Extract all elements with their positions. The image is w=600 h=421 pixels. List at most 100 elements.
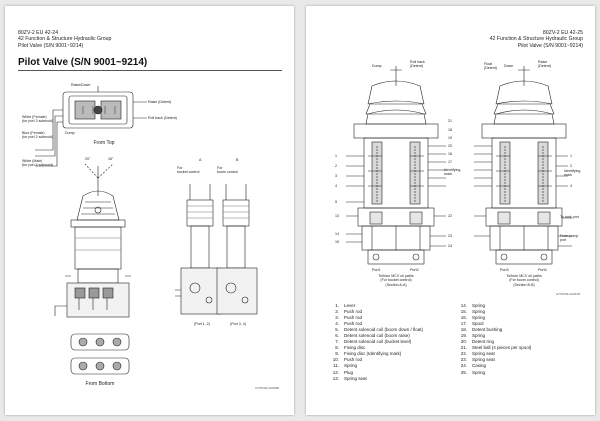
top-view-block [100, 100, 122, 120]
list-item: 4.Push rod [335, 321, 363, 327]
label-identifying-mark: Identifying mark [444, 168, 461, 177]
section-a-drawing [346, 66, 446, 265]
label-raise-detent: Raise (Detent) [538, 60, 551, 69]
header-line: 42 Function & Structure Hydraulic Group [489, 36, 583, 43]
caption-from-top: From Top [93, 140, 115, 146]
list-item: 5.Detent solenoid coil (boom down / floa… [335, 327, 424, 333]
label-for-port4: (for port 4 solenoid) [22, 163, 54, 167]
callout: 5 [335, 200, 337, 204]
label-identifying-mark: Identifying mark [564, 169, 581, 178]
boom-control-tower [222, 199, 250, 227]
list-item: 13.Spring seat [332, 375, 367, 381]
callout: 3 [335, 174, 337, 178]
boot-center [94, 206, 102, 214]
callout: 1 [335, 154, 337, 158]
label-roll-back-detent: Roll back (Detent) [410, 60, 425, 69]
callout: 16 [448, 152, 452, 156]
port12-block [180, 267, 222, 315]
lower-body [77, 268, 119, 284]
list-item: 25.Spring [460, 369, 486, 375]
harness-wire [35, 121, 63, 167]
label-dump: Dump [65, 131, 75, 135]
list-item: 20.Detent ring [460, 339, 495, 345]
callout: 24 [448, 244, 452, 248]
list-item: 16.Spring [460, 315, 486, 321]
pilot-valve-exterior-drawing [35, 86, 258, 375]
callout: 22 [448, 214, 452, 218]
list-item: 11.Spring [333, 363, 358, 369]
callout: 20 [448, 144, 452, 148]
figure-code: A776O0LAA0098 [255, 386, 280, 390]
left-page-header: 80ZV-2 EU 42-24 42 Function & Structure … [18, 30, 111, 49]
pilot-valve-section-drawing [346, 66, 572, 265]
port34-block [216, 267, 258, 315]
title-rule [18, 70, 282, 71]
bucket-control-tower [186, 199, 214, 227]
list-item: 24.Casing [460, 363, 487, 369]
harness-wire [35, 115, 63, 157]
callout: 19 [448, 136, 452, 140]
header-line: Pilot Valve (S/N 9001~9214) [517, 42, 583, 49]
parts-list-column-2: 14.Spring 15.Spring 16.Spring 17.Spool 1… [456, 303, 532, 376]
label-mcv-bucket: To/from MCV oil paths (For bucket contro… [378, 274, 414, 283]
list-item: 15.Spring [460, 309, 486, 315]
left-page: 80ZV-2 EU 42-24 42 Function & Structure … [5, 6, 294, 415]
list-item: 12.Plug [332, 369, 354, 375]
label-mcv-boom: To/from MCV oil paths (For boom control) [506, 274, 542, 283]
bottom-view-top [70, 333, 130, 351]
callout: 1 [570, 154, 572, 158]
label-port3: Port3 [500, 268, 509, 272]
label-rollback-detent: Roll back (Detent) [148, 116, 177, 120]
label-for-bucket-control: For bucket control [177, 166, 200, 175]
bucket-control-body [190, 225, 210, 269]
label-section-b: (Section B-B) [513, 283, 535, 287]
figure-code: A776O0LAA0109 [556, 292, 581, 296]
label-for-boom-control: For boom control [217, 166, 238, 175]
label-raise-detent: Raise (Detent) [148, 100, 172, 104]
callout: 17 [448, 160, 452, 164]
label-for-port2: (for port 2 solenoid) [22, 135, 54, 139]
callout: 15 [335, 240, 339, 244]
label-view-a: A [199, 158, 202, 162]
list-item: 17.Spool [460, 321, 484, 327]
parts-list-column-1: 1.Lever 2.Push rod 3.Push rod 4.Push rod… [328, 303, 423, 382]
label-to-tank-port: To tank port [560, 215, 579, 219]
label-for-port3: (for port 3 solenoid) [22, 119, 54, 123]
callout: 13 [335, 214, 339, 218]
rubber-boot [76, 190, 120, 221]
mounting-plate [70, 219, 126, 228]
top-view-inner [68, 95, 128, 125]
label-blue-female: Blue (Female) [22, 131, 45, 135]
boom-control-body [226, 225, 246, 269]
label-dump: Dump [372, 64, 382, 68]
page-title: Pilot Valve (S/N 9001~9214) [18, 57, 148, 68]
list-item: 7.Detent solenoid coil (bucket level) [335, 339, 412, 345]
right-page-header: 80ZV-2 EU 42-25 42 Function & Structure … [490, 30, 583, 49]
section-b-drawing [474, 66, 572, 265]
list-item: 19.Spring [460, 333, 486, 339]
bottom-view-bottom [70, 357, 130, 375]
label-view-b: B [236, 158, 239, 162]
label-from-pump-port: From pump port [560, 234, 579, 243]
label-port-1-2: (Port 1, 2) [194, 322, 210, 326]
callout: 2 [570, 164, 572, 168]
list-item: 3.Push rod [335, 315, 363, 321]
callout: 14 [335, 232, 339, 236]
callout: 18 [448, 128, 452, 132]
callout: 2 [335, 164, 337, 168]
top-view-lever-hub [93, 105, 103, 115]
valve-body [74, 226, 122, 270]
label-port-3-4: (Port 3, 4) [230, 322, 246, 326]
list-item: 10.Push rod [332, 357, 363, 363]
callout: 4 [335, 184, 337, 188]
callout: 4 [570, 184, 572, 188]
right-page: 80ZV-2 EU 42-25 42 Function & Structure … [306, 6, 595, 415]
header-line: 80ZV-2 EU 42-25 [542, 30, 583, 36]
list-item: 6.Detent solenoid coil (boom raise) [335, 333, 410, 339]
list-item: 8.Fixing disc [335, 345, 366, 351]
list-item: 18.Detent bushing [460, 327, 503, 333]
label-white-female: White (Female) [22, 115, 47, 119]
list-item: 23.Spring seat [460, 357, 495, 363]
harness-wire [35, 109, 63, 151]
label-down: Down [504, 64, 514, 68]
